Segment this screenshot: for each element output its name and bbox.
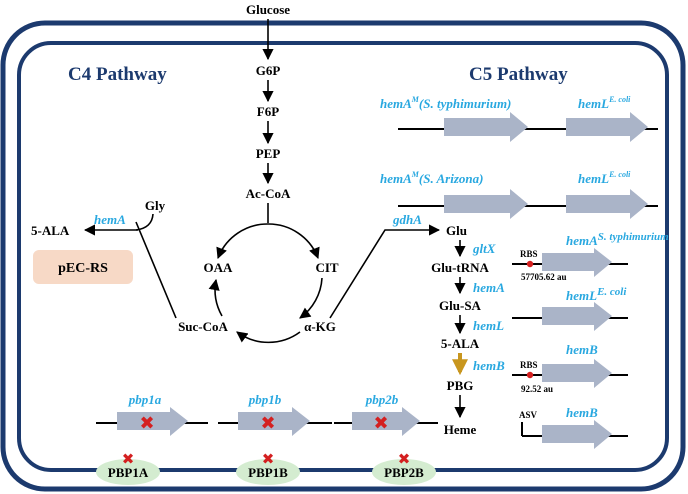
gdha-label: gdhA [392, 212, 422, 227]
construct2-gene-b: hemLE. coli [578, 170, 631, 186]
hema-c4-label: hemA [94, 212, 126, 227]
c5-pathway-title: C5 Pathway [469, 64, 568, 85]
heme-label: Heme [444, 422, 477, 437]
pbp2b-gene-label: pbp2b [365, 392, 399, 407]
outer-membrane [0, 20, 686, 492]
construct5-value: 92.52 au [521, 384, 553, 394]
construct3-arrow [542, 248, 612, 277]
construct1-gene-a: hemAM(S. typhimurium) [380, 95, 511, 111]
glu-sa-label: Glu-SA [439, 298, 482, 313]
ala-c5-label: 5-ALA [441, 336, 480, 351]
inner-membrane [17, 41, 669, 472]
pbp1a-protein-knockout-icon: ✖ [122, 450, 135, 468]
pbp2b-protein [372, 459, 436, 485]
pbp2b-knockout-icon: ✖ [373, 413, 388, 434]
pbp1a-knockout-icon: ✖ [139, 413, 154, 434]
pbp1b-protein-label: PBP1B [248, 465, 288, 480]
hema-c5-label: hemA [473, 280, 505, 295]
oaa-label: OAA [204, 260, 234, 275]
pbp1b-protein-knockout-icon: ✖ [262, 450, 275, 468]
construct6-gene: hemB [566, 405, 598, 420]
pbp1a-gene-label: pbp1a [128, 392, 162, 407]
gly-label: Gly [145, 198, 166, 213]
construct1-gene-b: hemLE. coli [578, 95, 631, 111]
cit-label: CIT [315, 260, 338, 275]
construct4-arrow [542, 302, 612, 331]
pbp2b-arrow [352, 407, 420, 436]
pbp1b-protein [236, 459, 300, 485]
line-succoa-to-branch [135, 221, 177, 319]
pbp1a-protein [96, 459, 160, 485]
f6p-label: F6P [257, 104, 279, 119]
tca-arc-right [299, 277, 323, 319]
glu-label: Glu [446, 223, 467, 238]
pbp2b-protein-label: PBP2B [384, 465, 424, 480]
construct6-arrow [542, 420, 612, 449]
akg-label: α-KG [304, 319, 336, 334]
pbp1a-arrow [117, 407, 188, 436]
glu-trna-label: Glu-tRNA [431, 260, 489, 275]
pbg-label: PBG [447, 378, 474, 393]
construct2-arrow-a [444, 189, 528, 219]
ala-c4-label: 5-ALA [31, 223, 70, 238]
pbp1b-arrow [238, 407, 310, 436]
suc-coa-label: Suc-CoA [178, 319, 228, 334]
pbp1b-knockout-icon: ✖ [260, 413, 275, 434]
construct2-arrow-b [566, 189, 648, 219]
accoa-label: Ac-CoA [246, 186, 291, 201]
hemb-c5-label: hemB [473, 358, 505, 373]
construct5-rbs-dot [526, 371, 534, 379]
construct4-gene: hemLE. coli [566, 286, 627, 303]
tca-arc-top-right [267, 223, 320, 260]
line-akg-to-glu [329, 224, 441, 319]
construct1-arrow-a [444, 112, 528, 142]
construct3-rbs-dot [526, 260, 534, 268]
pbp2b-protein-knockout-icon: ✖ [398, 450, 411, 468]
pec-rs-label: pEC-RS [58, 261, 108, 276]
construct3-rbs: RBS [520, 249, 538, 259]
construct5-arrow [542, 359, 612, 388]
tca-arc-top-left [216, 223, 269, 260]
pec-rs-box [33, 250, 133, 284]
construct2-gene-a: hemAM(S. Arizona) [380, 170, 483, 186]
gltx-label: gltX [472, 241, 496, 256]
glucose-label: Glucose [246, 2, 290, 17]
construct5-gene: hemB [566, 342, 598, 357]
construct5-rbs: RBS [520, 360, 538, 370]
pbp1a-protein-label: PBP1A [108, 465, 149, 480]
construct3-gene: hemAS. typhimurium [566, 231, 669, 248]
construct6-asv: ASV [519, 410, 538, 420]
construct3-value: 57705.62 au [521, 272, 567, 282]
construct1-arrow-b [566, 112, 648, 142]
pep-label: PEP [256, 146, 281, 161]
pbp1b-gene-label: pbp1b [248, 392, 282, 407]
tca-arc-left [208, 278, 223, 317]
tca-arc-bottom [236, 331, 301, 344]
heml-c5-label: hemL [473, 318, 504, 333]
g6p-label: G6P [256, 63, 281, 78]
line-gly-to-branch [135, 213, 154, 231]
c4-pathway-title: C4 Pathway [68, 64, 167, 85]
